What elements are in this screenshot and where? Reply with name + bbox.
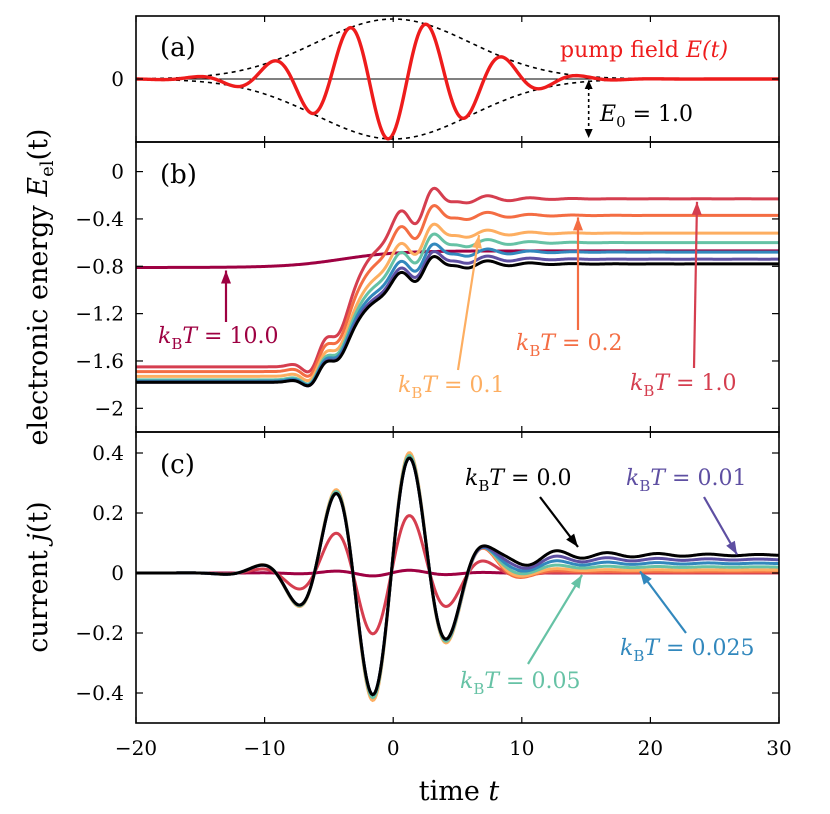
energy-line-T0.0 [136, 254, 779, 388]
panel-c: kBT = 0.0 kBT = 0.01 kBT = 0.025 kBT = 0.05… [135, 431, 780, 724]
y-tick-label: 0 [111, 160, 124, 184]
x-tick-label: 10 [509, 736, 534, 760]
y-tick-label: 0.2 [92, 501, 124, 525]
y-tick-label: −0.4 [75, 681, 124, 705]
energy-line-T0.05 [136, 232, 779, 386]
x-axis-label: time t [419, 776, 500, 807]
energy-arrow-T10.0-head [221, 270, 231, 284]
current-line-T0.05 [136, 453, 780, 700]
energy-arrow-T0.2-head [573, 217, 583, 231]
pump-legend-math: E(t) [685, 38, 728, 63]
amplitude-annotation: E0 = 1.0 [599, 102, 693, 131]
amplitude-arrow-head-top [584, 80, 593, 89]
current-series-layer [136, 451, 780, 703]
panel-a: (a) pump field E(t) E0 = 1.0 [135, 15, 780, 143]
panel-a-label: (a) [160, 33, 196, 63]
energy-label-T0.2: kBT = 0.2 [516, 331, 622, 360]
current-line-T0.2 [136, 453, 779, 700]
y-tick-label: 0 [111, 561, 124, 585]
y-tick-label: −0.2 [75, 621, 124, 645]
amplitude-subscript: 0 [616, 113, 626, 131]
energy-arrow-T1.0-head [691, 201, 702, 215]
current-label-T0.01: kBT = 0.01 [626, 466, 746, 495]
current-annotations: kBT = 0.0 kBT = 0.01 kBT = 0.025 kBT = 0.05 [460, 466, 754, 698]
panel-b: kBT = 10.0 kBT = 0.1 kBT = 0.2 kBT = 1.0 (b… [135, 141, 780, 433]
y-tick-label: −2 [95, 396, 124, 420]
amplitude-arrow-head-bottom [584, 129, 593, 138]
current-arrow-T0.025-head [640, 571, 652, 585]
pump-field-line [135, 22, 779, 141]
ticks-layer: −20 −10 0 10 20 30 0 0 −0.4 −0.8 −1.2 −1.6 −2 0.4 0.2 0… [75, 16, 792, 760]
energy-line-T0.2 [136, 204, 779, 378]
amplitude-symbol: E [599, 102, 616, 127]
x-tick-label: 0 [387, 736, 400, 760]
current-line-T0.0 [136, 456, 780, 697]
energy-arrow-T1.0 [692, 201, 699, 369]
y-tick-label: −1.6 [75, 349, 124, 373]
energy-label-T10.0: kBT = 10.0 [158, 324, 278, 353]
current-arrow-T0.05-head [570, 575, 582, 589]
pump-legend: pump field E(t) [560, 38, 728, 63]
panel-c-label: (c) [160, 450, 195, 480]
y-tick-label: −0.4 [75, 207, 124, 231]
energy-line-T1.0 [136, 186, 779, 374]
current-label-T0.0: kBT = 0.0 [465, 466, 571, 495]
x-tick-label: 30 [766, 736, 791, 760]
current-arrow-T0.05 [527, 574, 583, 665]
current-arrow-T0.01-head [726, 540, 737, 555]
energy-annotations: kBT = 10.0 kBT = 0.1 kBT = 0.2 kBT = 1.0 [158, 201, 736, 402]
x-tick-label: −10 [243, 736, 285, 760]
amplitude-value: = 1.0 [626, 102, 693, 127]
y-tick-label: −1.2 [75, 302, 124, 326]
current-label-T0.05: kBT = 0.05 [460, 669, 580, 698]
energy-series-layer [136, 186, 779, 388]
y-tick-label: −0.8 [75, 254, 124, 278]
pump-legend-text: pump field [560, 38, 686, 63]
y-axis-label-c: current j(t) [23, 501, 54, 652]
current-label-T0.025: kBT = 0.025 [620, 636, 754, 665]
energy-arrow-T0.1-head [472, 235, 482, 249]
x-tick-label: 20 [638, 736, 663, 760]
current-arrow-T0.0-head [566, 533, 578, 547]
energy-line-T0.1 [136, 222, 779, 383]
panel-c-frame [135, 431, 780, 724]
y-axis-label-b: electronic energy Eel(t) [23, 129, 58, 446]
y-tick-label: 0 [111, 67, 124, 91]
energy-label-T1.0: kBT = 1.0 [630, 371, 736, 400]
energy-label-T0.1: kBT = 0.1 [398, 373, 504, 402]
pump-field-layer [135, 18, 779, 141]
y-tick-label: 0.4 [92, 441, 124, 465]
energy-arrow-T0.1 [456, 234, 481, 371]
x-tick-label: −20 [115, 736, 157, 760]
panel-b-label: (b) [160, 160, 197, 190]
